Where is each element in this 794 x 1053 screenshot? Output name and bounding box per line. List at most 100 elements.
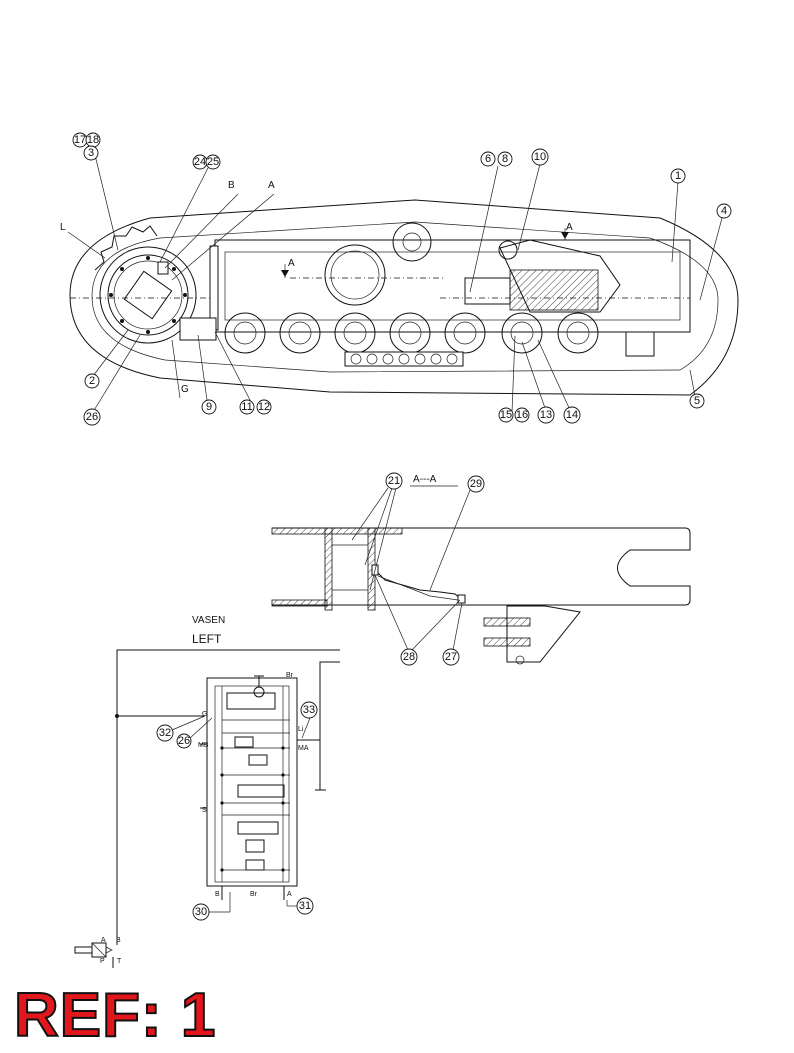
circuit-nodes xyxy=(220,746,285,872)
track-shoe-links xyxy=(344,351,464,367)
center-opening-inner xyxy=(330,250,380,300)
callout-28: 28 xyxy=(400,648,418,666)
callout-29: 29 xyxy=(467,475,485,493)
two-speed-valve xyxy=(245,839,265,853)
svg-text:26: 26 xyxy=(86,411,98,423)
svg-text:25: 25 xyxy=(207,156,219,168)
port-ma: MA xyxy=(298,745,309,752)
callout-3: 3 xyxy=(83,145,99,161)
section-title: A---A xyxy=(413,474,437,485)
callout-18: 18 xyxy=(85,132,101,148)
grease-hose-inner xyxy=(377,575,459,601)
shift-valve xyxy=(237,821,279,835)
svg-text:4: 4 xyxy=(721,205,727,217)
sprocket-outer xyxy=(99,246,197,344)
track-frame-inner xyxy=(224,251,681,321)
callout-6: 6 xyxy=(480,151,496,167)
label-section-a-left: A xyxy=(288,258,295,269)
label-g: G xyxy=(181,384,189,395)
valve-port-p: P xyxy=(100,958,105,965)
frame-top-plate xyxy=(271,527,403,535)
relief-valve-2 xyxy=(248,754,268,766)
callout-11: 11 xyxy=(239,399,255,415)
callout-30: 30 xyxy=(192,903,210,921)
port-a: A xyxy=(287,891,292,898)
callout-16: 16 xyxy=(514,407,530,423)
sprocket-teeth xyxy=(94,225,158,271)
label-section-a-right: A xyxy=(566,222,573,233)
svg-text:11: 11 xyxy=(241,401,252,413)
callout-27: 27 xyxy=(442,648,460,666)
svg-text:3: 3 xyxy=(88,147,94,159)
motor-bolts xyxy=(109,256,187,334)
travel-motor-body xyxy=(123,270,173,320)
grease-hose xyxy=(374,569,463,601)
counterbalance-valve xyxy=(237,784,285,798)
svg-text:2: 2 xyxy=(89,375,95,387)
svg-text:33: 33 xyxy=(303,704,315,716)
port-mb: MB xyxy=(198,742,209,749)
callout-32: 32 xyxy=(156,724,174,742)
svg-text:1: 1 xyxy=(675,170,681,182)
orifice-block xyxy=(245,859,265,871)
frame-bottom-plate xyxy=(271,599,328,607)
carrier-roller xyxy=(392,222,432,262)
valve-port-b: B xyxy=(116,937,121,944)
mounting-bracket xyxy=(506,605,581,663)
travel-motor-flange xyxy=(113,260,183,330)
hose-fitting-right xyxy=(457,594,466,604)
reference-label: REF: 1 xyxy=(13,981,217,1050)
control-valve-lever xyxy=(74,946,93,954)
internal-circuit-lines xyxy=(221,686,290,882)
valve-port-t: T xyxy=(117,958,122,965)
section-leader-lines xyxy=(351,487,471,651)
callout-14: 14 xyxy=(563,406,581,424)
svg-text:16: 16 xyxy=(516,409,528,421)
recoil-spring xyxy=(509,269,599,311)
idler-yoke xyxy=(499,239,621,313)
brand-label: VASEN xyxy=(192,615,225,626)
track-side-view: L B A G A A 17 18 3 24 25 1 4 5 6 8 10 2… xyxy=(60,132,739,426)
schematic-leader-lines xyxy=(171,715,311,913)
port-br-bottom: Br xyxy=(250,891,258,898)
svg-text:24: 24 xyxy=(194,156,206,168)
guard-block xyxy=(625,331,655,357)
bulkhead-left xyxy=(324,527,333,611)
relief-valve-1 xyxy=(234,736,254,748)
section-arrowhead-right xyxy=(561,232,569,239)
callout-12: 12 xyxy=(256,399,272,415)
svg-text:10: 10 xyxy=(534,151,546,163)
svg-text:29: 29 xyxy=(470,478,482,490)
svg-text:21: 21 xyxy=(388,475,400,487)
frame-end-plate xyxy=(209,245,219,331)
side-label: LEFT xyxy=(192,632,222,646)
label-l: L xyxy=(60,222,66,233)
svg-text:26: 26 xyxy=(178,735,190,747)
track-rollers xyxy=(224,312,599,354)
callout-9: 9 xyxy=(201,399,217,415)
svg-text:32: 32 xyxy=(159,727,171,739)
motor-block-inner xyxy=(214,685,290,883)
callout-15: 15 xyxy=(498,407,514,423)
callout-33: 33 xyxy=(300,701,318,719)
svg-text:9: 9 xyxy=(206,401,212,413)
callout-5: 5 xyxy=(689,393,705,409)
motor-hose-fitting xyxy=(157,261,169,275)
svg-text:30: 30 xyxy=(195,906,207,918)
svg-text:12: 12 xyxy=(258,401,270,413)
track-chain-inner-outline xyxy=(91,221,719,373)
callout-1: 1 xyxy=(670,168,686,184)
port-br-top: Br xyxy=(286,672,294,679)
svg-text:17: 17 xyxy=(74,134,86,146)
leader-lines xyxy=(67,154,723,413)
svg-text:27: 27 xyxy=(445,651,457,663)
frame-bracket xyxy=(179,317,217,341)
svg-text:8: 8 xyxy=(502,153,508,165)
track-chain-outline xyxy=(69,199,739,396)
supply-line xyxy=(116,649,340,945)
svg-text:14: 14 xyxy=(566,409,578,421)
return-line xyxy=(319,661,340,790)
bracket-pin-1 xyxy=(483,617,531,627)
valve-port-a: A xyxy=(101,937,106,944)
